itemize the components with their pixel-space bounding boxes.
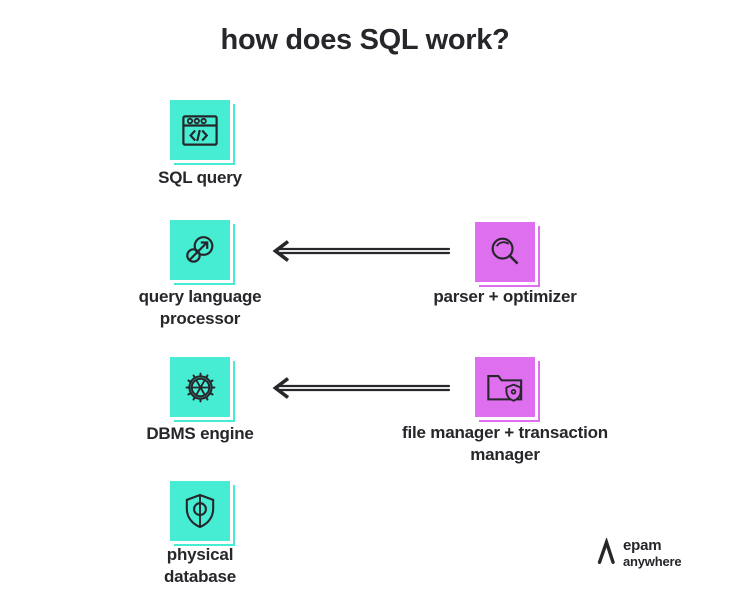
folder-shield-icon — [487, 374, 523, 402]
node-query-language-processor — [170, 220, 235, 285]
page-title: how does SQL work? — [220, 24, 510, 56]
epam-a-mark-icon — [597, 538, 615, 564]
browser-code-icon — [182, 114, 218, 146]
venn-circles-arrow-icon — [186, 236, 214, 263]
label-query-language-processor: query language processor — [138, 287, 262, 328]
node-sql-query — [170, 100, 235, 165]
magnifier-icon — [491, 237, 519, 265]
logo-anywhere-text: anywhere — [623, 554, 682, 569]
gear-wheel-icon — [185, 372, 215, 402]
label-sql-query: SQL query — [158, 168, 242, 187]
label-file-manager: file manager + transaction manager — [402, 423, 608, 464]
node-file-manager — [475, 357, 540, 422]
node-physical-database — [170, 481, 235, 546]
brand-logo: epam anywhere — [596, 537, 682, 569]
arrow-parser-to-processor — [272, 240, 451, 262]
label-parser-optimizer: parser + optimizer — [433, 287, 577, 306]
arrow-filemanager-to-dbms — [272, 377, 451, 399]
label-physical-database: physical database — [163, 545, 237, 586]
node-dbms-engine — [170, 357, 235, 422]
logo-epam-text: epam — [623, 537, 662, 554]
label-dbms-engine: DBMS engine — [146, 424, 254, 443]
node-parser-optimizer — [475, 222, 540, 287]
shield-lock-icon — [185, 493, 215, 529]
